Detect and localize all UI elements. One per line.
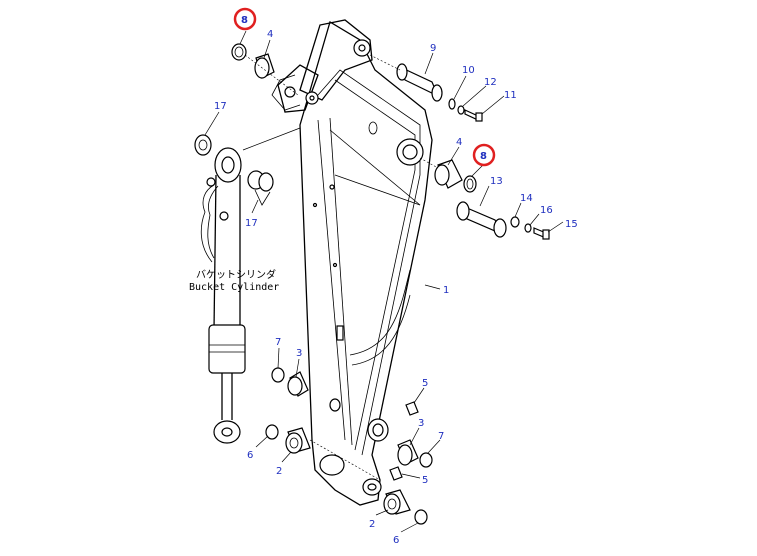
callout-8-top: 8 — [241, 15, 248, 26]
ring-6-left — [265, 424, 279, 440]
bolt-15 — [533, 227, 550, 240]
leader-lines — [204, 30, 564, 533]
callout-15: 15 — [565, 219, 578, 230]
washer-14 — [510, 216, 520, 228]
callout-17-left: 17 — [214, 101, 227, 112]
ring-6-bottom — [414, 509, 428, 525]
bolt-11 — [464, 109, 483, 122]
cylinder-label-jp: バケットシリンダ — [196, 268, 276, 281]
callout-5-lower: 5 — [422, 475, 428, 486]
callout-4-top: 4 — [267, 29, 273, 40]
callout-11: 11 — [504, 90, 517, 101]
callout-7-right: 7 — [438, 431, 444, 442]
callout-2-left: 2 — [276, 466, 282, 477]
arm-body-part-1 — [271, 19, 433, 506]
bucket-cylinder: バケットシリンダ Bucket Cylinder — [189, 127, 301, 444]
cylinder-label-en: Bucket Cylinder — [189, 282, 279, 293]
callout-8-right: 8 — [480, 151, 487, 162]
callout-4-right: 4 — [456, 137, 462, 148]
clamp-17-right — [247, 170, 274, 206]
callout-6-bottom: 6 — [393, 535, 399, 546]
grease-fitting-5-upper — [405, 401, 419, 416]
callout-5-upper: 5 — [422, 378, 428, 389]
callout-numbers: 8 4 9 10 12 11 17 4 8 13 14 16 15 17 1 7… — [214, 15, 578, 546]
bushing-2-left — [285, 427, 311, 454]
seal-ring-8-top — [231, 43, 247, 61]
seal-ring-8-right — [463, 175, 477, 193]
ring-17-left — [194, 134, 212, 156]
callout-6-left: 6 — [247, 450, 253, 461]
callout-7-left: 7 — [275, 337, 281, 348]
ring-7-right — [419, 452, 433, 468]
callout-9: 9 — [430, 43, 436, 54]
callout-16: 16 — [540, 205, 553, 216]
bushing-3-right — [397, 439, 419, 466]
callout-14: 14 — [520, 193, 533, 204]
bushing-4-right — [434, 159, 463, 189]
callout-3-left: 3 — [296, 348, 302, 359]
bushing-3-left — [287, 371, 309, 397]
highlight-circle-8-top — [233, 7, 257, 31]
pin-13 — [456, 201, 507, 238]
bushing-2-bottom — [383, 489, 411, 515]
callout-1: 1 — [443, 285, 449, 296]
callout-10: 10 — [462, 65, 475, 76]
washer-10 — [448, 98, 456, 110]
callout-12: 12 — [484, 77, 497, 88]
pin-9 — [396, 63, 443, 102]
callout-2-bottom: 2 — [369, 519, 375, 530]
washer-16 — [524, 223, 532, 233]
highlight-circle-8-right — [472, 143, 496, 167]
ring-7-left — [271, 367, 285, 383]
callout-17-right: 17 — [245, 218, 258, 229]
callout-13: 13 — [490, 176, 503, 187]
callout-3-right: 3 — [418, 418, 424, 429]
washer-12 — [457, 105, 465, 115]
grease-fitting-5-lower — [389, 466, 403, 481]
